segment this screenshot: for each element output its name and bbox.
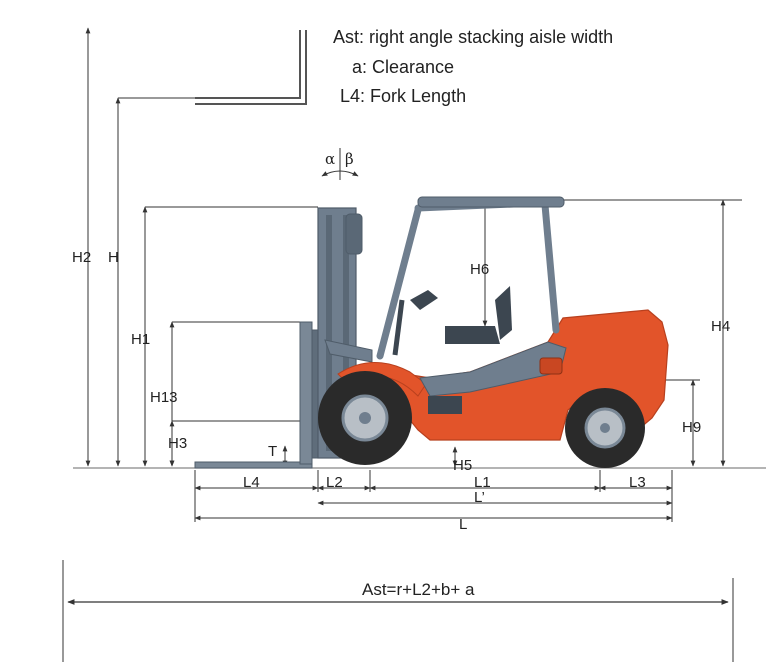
label-l: L [459, 516, 467, 533]
label-h1: H1 [131, 331, 150, 348]
label-h9: H9 [682, 419, 701, 436]
steering-column [392, 299, 405, 356]
mast-rail-inner [343, 215, 349, 451]
seat [445, 326, 500, 344]
label-h: H [108, 249, 119, 266]
dimension-labels: H2 H H1 H13 H3 T H6 H4 H9 H5 L4 L2 L1 L3… [72, 150, 730, 599]
step [428, 396, 462, 414]
raised-fork-outline [195, 30, 307, 105]
label-lprime: L’ [474, 489, 485, 506]
label-beta: β [345, 150, 354, 168]
legend-ast: Ast: right angle stacking aisle width [333, 27, 614, 47]
ast-formula: Ast=r+L2+b+ a [362, 580, 475, 599]
seat-back [495, 286, 512, 340]
label-t: T [268, 443, 277, 460]
legend-clearance: a: Clearance [352, 57, 455, 77]
fork-shank [299, 321, 313, 465]
lowered-fork [194, 461, 313, 469]
mast-top-cylinder [345, 213, 363, 255]
light-icon [539, 357, 563, 375]
label-l1: L1 [474, 474, 491, 491]
chassis-frame [419, 341, 567, 397]
rear-wheel [565, 388, 645, 468]
label-l3: L3 [629, 474, 646, 491]
forklift-illustration [194, 148, 669, 469]
tilt-cylinder [324, 339, 373, 363]
roof [417, 196, 565, 208]
label-h13: H13 [150, 389, 178, 406]
label-h3: H3 [168, 435, 187, 452]
ast-dimension [62, 560, 734, 662]
legend-fork-length: L4: Fork Length [340, 86, 467, 106]
label-l4: L4 [243, 474, 260, 491]
length-dimension-lines [194, 470, 673, 522]
tilt-angle-indicator [321, 148, 359, 180]
label-h5: H5 [453, 457, 472, 474]
label-l2: L2 [326, 474, 343, 491]
label-alpha: α [325, 150, 335, 168]
label-h6: H6 [470, 261, 489, 278]
mast-rail [326, 215, 332, 451]
label-h2: H2 [72, 249, 91, 266]
front-wheel [318, 371, 412, 465]
steering-wheel [410, 290, 438, 310]
height-dimension-lines [85, 27, 742, 467]
label-h4: H4 [711, 318, 730, 335]
